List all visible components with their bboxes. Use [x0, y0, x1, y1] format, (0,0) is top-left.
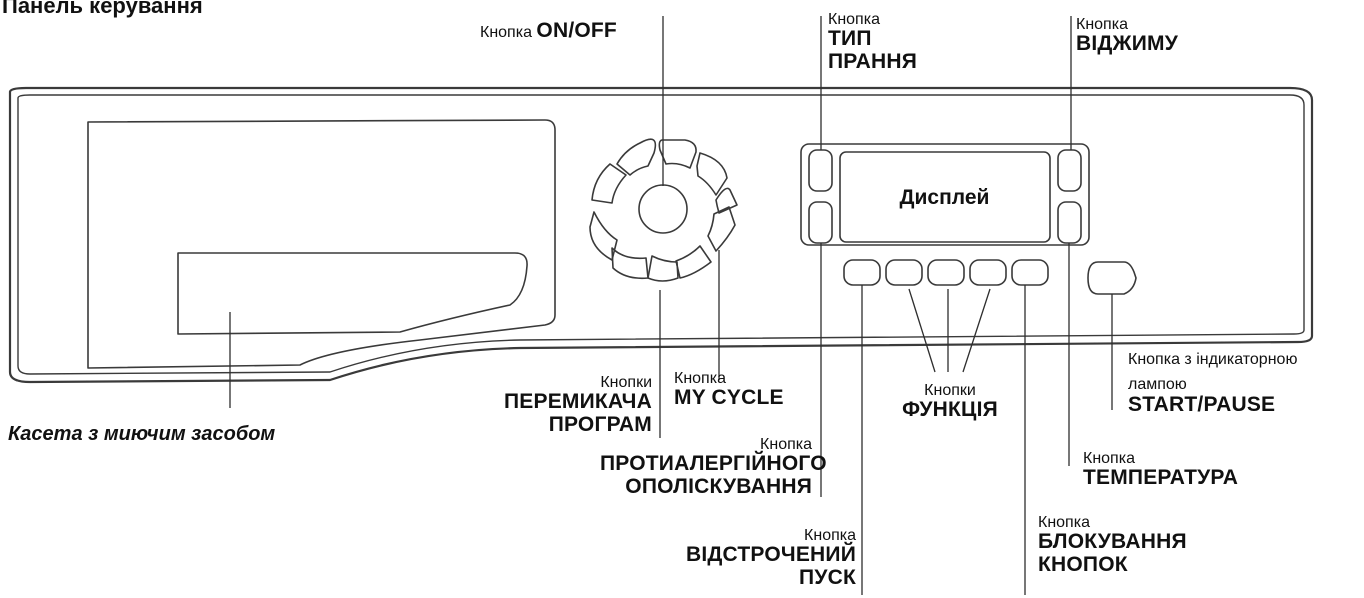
display-screen	[839, 151, 1051, 243]
start-pause-label-small-2: лампою	[1128, 376, 1187, 394]
wash-type-label: Кнопка ТИП ПРАННЯ	[828, 11, 917, 74]
anti-allergy-label-big-2: ОПОЛІСКУВАННЯ	[625, 474, 812, 498]
program-key[interactable]	[611, 247, 649, 280]
my-cycle-label: Кнопка MY CYCLE	[674, 370, 784, 410]
function-button-1[interactable]	[885, 259, 923, 286]
anti-allergy-label-big-1: ПРОТИАЛЕРГІЙНОГО	[600, 452, 827, 476]
wash-type-label-big-2: ПРАННЯ	[828, 49, 918, 73]
program-selector-label-big-1: ПЕРЕМИКАЧА	[503, 390, 652, 414]
display-frame	[800, 143, 1090, 246]
spin-label-small: Кнопка	[1076, 16, 1128, 33]
function-label-small: Кнопки	[924, 382, 976, 399]
program-key[interactable]	[658, 139, 697, 169]
leader-function-1	[908, 288, 936, 373]
wash-type-label-big-1: ТИП	[828, 27, 872, 51]
program-key[interactable]	[591, 163, 627, 204]
panel-outline-inner	[17, 94, 1305, 375]
detergent-drawer-label: Касета з миючим засобом	[8, 423, 276, 445]
button-lock-label: Кнопка БЛОКУВАННЯ КНОПОК	[1038, 514, 1187, 577]
my-cycle-label-small: Кнопка	[674, 370, 726, 387]
spin-label: Кнопка ВІДЖИМУ	[1076, 16, 1178, 56]
program-key[interactable]	[589, 211, 618, 261]
delayed-start-label-big-1: ВІДСТРОЧЕНИЙ	[685, 543, 856, 567]
function-button-3[interactable]	[969, 259, 1007, 286]
anti-allergy-label-small: Кнопка	[760, 436, 812, 453]
button-lock-button[interactable]	[1011, 259, 1049, 286]
my-cycle-label-big: MY CYCLE	[674, 386, 784, 410]
program-key[interactable]	[715, 187, 738, 214]
temperature-label-small: Кнопка	[1083, 450, 1135, 467]
wash-type-label-small: Кнопка	[828, 11, 880, 28]
button-lock-label-big-1: БЛОКУВАННЯ	[1038, 530, 1187, 554]
temperature-label: Кнопка ТЕМПЕРАТУРА	[1083, 450, 1238, 490]
program-key[interactable]	[616, 138, 657, 176]
function-button-2[interactable]	[927, 259, 965, 286]
delayed-start-label: Кнопка ВІДСТРОЧЕНИЙ ПУСК	[634, 527, 856, 590]
start-pause-label-big: START/PAUSE	[1128, 392, 1276, 416]
program-key[interactable]	[707, 206, 736, 252]
spin-label-big: ВІДЖИМУ	[1076, 32, 1178, 56]
temperature-label-big: ТЕМПЕРАТУРА	[1083, 466, 1239, 490]
program-key[interactable]	[647, 255, 679, 282]
program-selector-keys	[589, 138, 738, 282]
display-label: Дисплей	[899, 186, 990, 209]
program-key[interactable]	[696, 152, 728, 196]
program-key[interactable]	[675, 245, 712, 279]
leader-function-3	[962, 288, 991, 373]
page-title: Панель керування	[2, 0, 203, 18]
leader-lines	[229, 16, 1113, 595]
on-off-label-big: ON/OFF	[536, 19, 617, 42]
program-selector-label-big-2: ПРОГРАМ	[548, 412, 652, 436]
delayed-start-label-small: Кнопка	[804, 527, 856, 544]
on-off-label: Кнопка ON/OFF	[480, 19, 617, 43]
start-pause-label: Кнопка з індикаторною лампою START/PAUSE	[1128, 351, 1297, 416]
button-lock-label-big-2: КНОПОК	[1038, 552, 1128, 576]
detergent-drawer[interactable]	[87, 119, 556, 369]
button-lock-label-small: Кнопка	[1038, 514, 1090, 531]
on-off-label-small: Кнопка	[480, 24, 532, 41]
start-pause-button[interactable]	[1087, 261, 1137, 295]
delayed-start-label-big-2: ПУСК	[799, 565, 856, 589]
panel-outline-outer	[8, 86, 1314, 384]
spin-button[interactable]	[1057, 149, 1082, 192]
drawer-handle[interactable]	[177, 252, 528, 335]
start-pause-label-small-1: Кнопка з індикаторною	[1128, 351, 1298, 368]
anti-allergy-label: Кнопка ПРОТИАЛЕРГІЙНОГО ОПОЛІСКУВАННЯ	[600, 436, 827, 499]
function-label: Кнопки ФУНКЦІЯ	[870, 382, 1030, 422]
function-label-big: ФУНКЦІЯ	[902, 398, 998, 422]
program-selector-label: Кнопки ПЕРЕМИКАЧА ПРОГРАМ	[440, 374, 652, 437]
program-selector-label-small: Кнопки	[600, 374, 652, 391]
